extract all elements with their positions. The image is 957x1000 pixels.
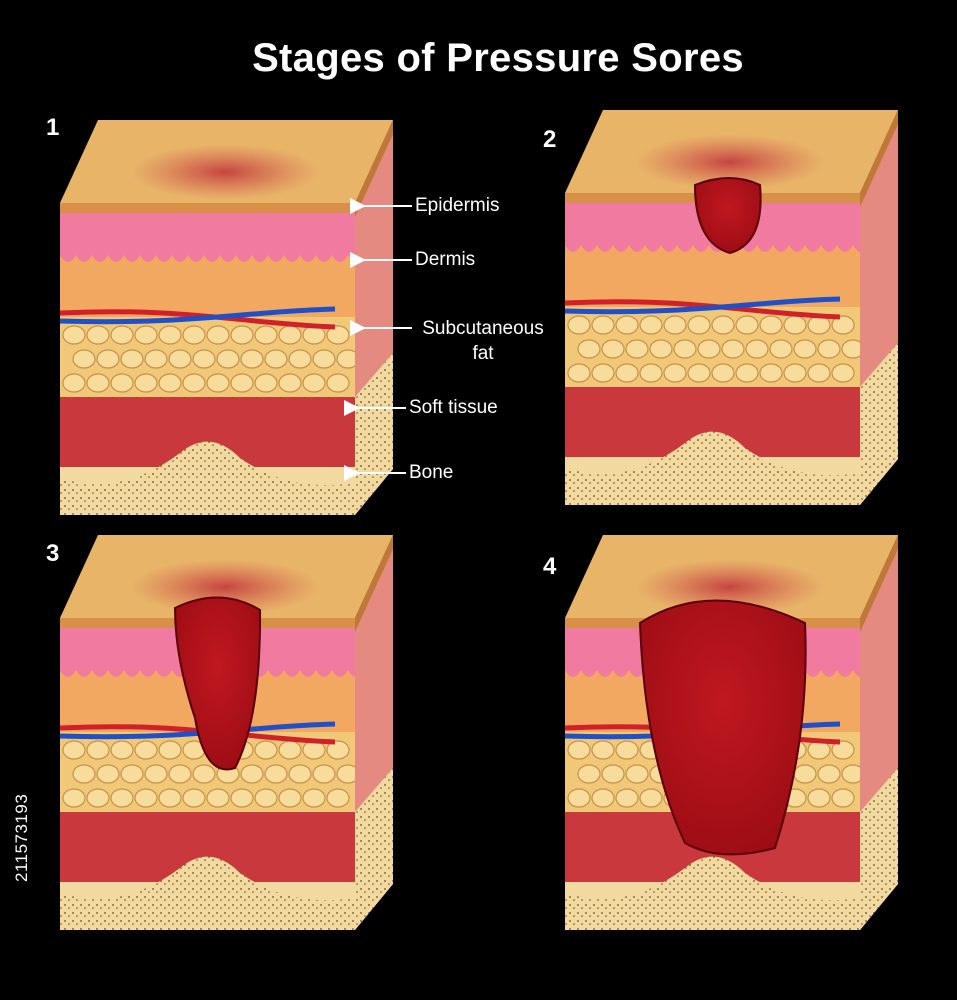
stage-2-illustration [564, 110, 898, 505]
stage-number-3: 3 [46, 540, 60, 567]
stage-number-4: 4 [543, 553, 557, 580]
label-soft-tissue: Soft tissue [409, 397, 498, 418]
label-subcutaneous-fat: Subcutaneous fat [413, 318, 553, 365]
label-dermis: Dermis [415, 249, 476, 270]
stage-3-illustration [59, 535, 393, 930]
label-subcutaneous-line2: fat [472, 343, 494, 364]
label-epidermis: Epidermis [415, 195, 500, 216]
stage-4-illustration [564, 535, 898, 930]
label-bone: Bone [409, 462, 454, 483]
label-subcutaneous-line1: Subcutaneous [422, 318, 544, 339]
stage-1-illustration [59, 120, 393, 515]
page-title: Stages of Pressure Sores [252, 36, 744, 80]
stage-number-2: 2 [543, 126, 557, 153]
stage-number-1: 1 [46, 114, 60, 141]
stock-id: 211573193 [12, 793, 31, 882]
